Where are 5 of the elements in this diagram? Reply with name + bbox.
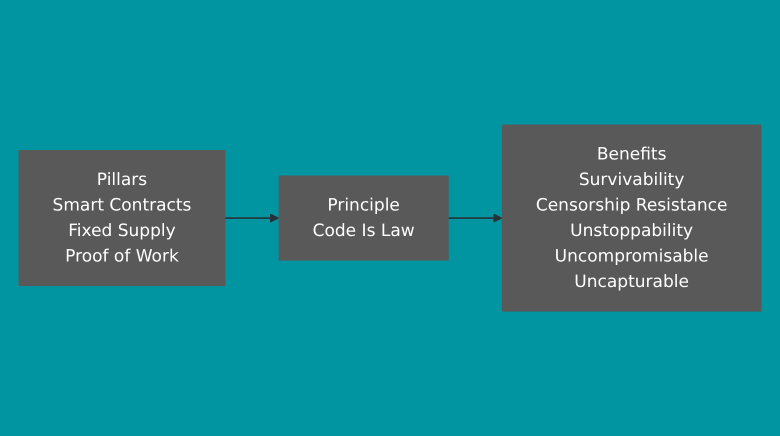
- node-box: Principle Code Is Law: [278, 175, 449, 261]
- arrow: [448, 213, 502, 223]
- node-box: Pillars Smart Contracts Fixed Supply Proof of Work: [18, 150, 226, 286]
- arrow: [225, 213, 280, 223]
- node-box: Benefits Survivability Censorship Resistance Unstoppability Uncompromisable Uncapturable: [502, 124, 762, 312]
